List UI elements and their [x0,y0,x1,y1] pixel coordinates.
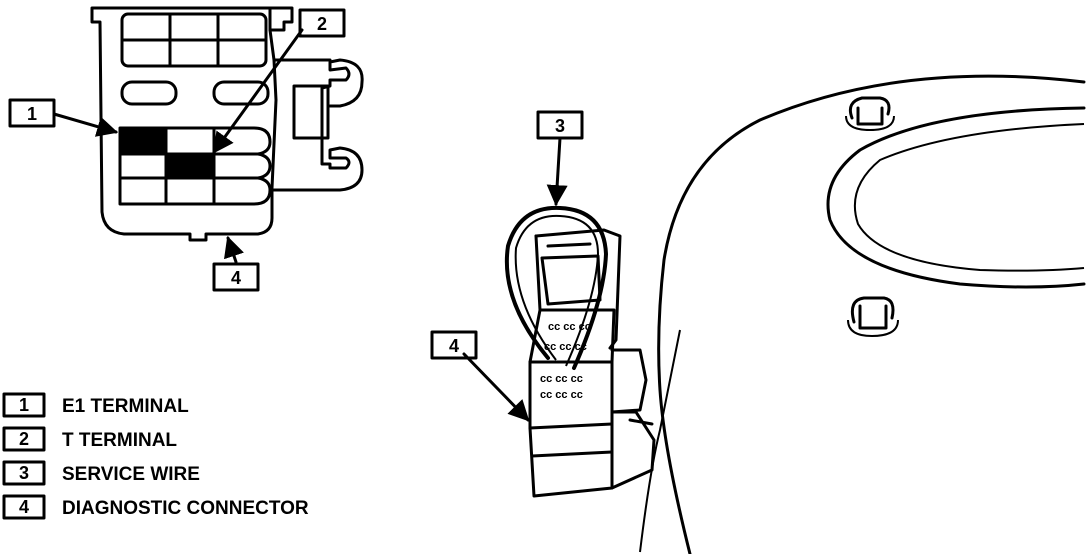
legend-item-3: 3 SERVICE WIRE [2,460,200,486]
callout-3-arrow [546,136,568,207]
svg-text:1: 1 [19,395,29,415]
legend-item-4: 4 DIAGNOSTIC CONNECTOR [2,494,309,520]
svg-text:cc cc cc: cc cc cc [540,389,583,401]
service-wire [504,205,608,370]
svg-text:3: 3 [555,116,565,136]
callout-4-right: 4 [430,330,478,360]
svg-text:4: 4 [19,497,29,517]
svg-text:T TERMINAL: T TERMINAL [62,430,177,451]
legend: 1 E1 TERMINAL 2 T TERMINAL 3 SERVICE WIR… [2,392,309,520]
svg-text:SERVICE WIRE: SERVICE WIRE [62,464,200,485]
svg-text:1: 1 [27,104,37,124]
callout-2-arrow [212,28,304,154]
mounting-stud-lower [847,296,899,338]
connector-face-view [90,6,364,242]
callout-2: 2 [298,8,346,38]
legend-item-1: 1 E1 TERMINAL [2,392,189,418]
t-terminal-cell [166,154,214,178]
callout-1: 1 [8,98,56,128]
e1-terminal-cell [120,128,166,154]
callout-3: 3 [536,110,584,140]
svg-text:4: 4 [231,268,241,288]
svg-text:DIAGNOSTIC CONNECTOR: DIAGNOSTIC CONNECTOR [62,498,309,519]
svg-text:cc cc cc: cc cc cc [548,321,591,333]
svg-text:E1 TERMINAL: E1 TERMINAL [62,396,189,417]
callout-4-arrow-right [462,352,530,422]
terminal-row-lower: cc cc cc cc cc cc [540,373,583,401]
svg-text:cc cc cc: cc cc cc [540,373,583,385]
svg-text:4: 4 [449,336,459,356]
callout-4-arrow-left [224,236,244,264]
callout-4-left: 4 [212,262,260,292]
legend-item-2: 2 T TERMINAL [2,426,177,452]
engine-compartment-view: cc cc cc cc cc cc cc cc cc cc cc cc [504,74,1086,554]
svg-text:2: 2 [317,14,327,34]
svg-text:2: 2 [19,429,29,449]
diagnostic-connector: cc cc cc cc cc cc cc cc cc cc cc cc [528,228,656,498]
mounting-stud-upper [845,96,895,132]
svg-text:3: 3 [19,463,29,483]
callout-1-arrow [52,112,119,137]
